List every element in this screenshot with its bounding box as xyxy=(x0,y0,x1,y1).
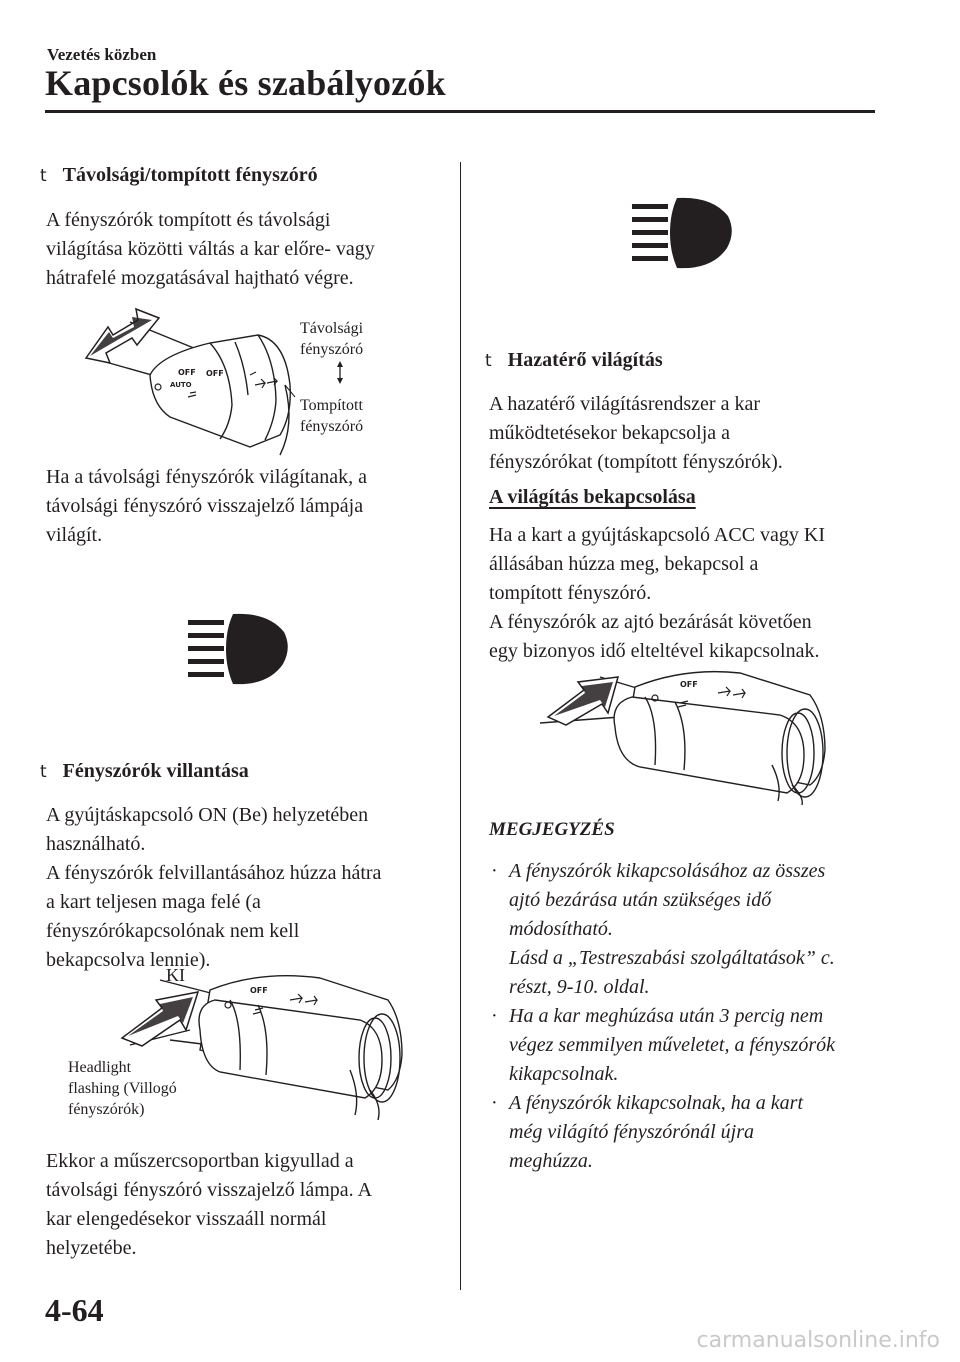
text-line: fényszórókapcsolónak nem kell xyxy=(46,920,300,942)
text-line: ajtó bezárása után szükséges idő xyxy=(509,889,772,911)
label-line: fényszóró xyxy=(300,341,364,358)
text-line: használható. xyxy=(46,833,146,855)
text-line: végez semmilyen műveletet, a fényszórók xyxy=(509,1034,835,1056)
text-line: tompított fényszóró. xyxy=(489,582,652,604)
paragraph-flash-indicator: Ekkor a műszercsoportban kigyullad a táv… xyxy=(46,1147,456,1263)
heading-bullet: t xyxy=(40,165,47,186)
lever-mark-off: OFF xyxy=(250,986,268,995)
text-line: A fényszórók kikapcsolásához az összes xyxy=(509,860,826,882)
text-line: A fényszórók tompított és távolsági xyxy=(46,209,331,231)
text-line: kar elengedésekor visszaáll normál xyxy=(46,1208,327,1230)
text-line: Ekkor a műszercsoportban kigyullad a xyxy=(46,1150,354,1172)
note-title: MEGJEGYZÉS xyxy=(489,819,615,840)
header-rule xyxy=(45,110,875,113)
heading-text: Távolsági/tompított fényszóró xyxy=(62,164,318,186)
text-line: részt, 9-10. oldal. xyxy=(509,976,650,998)
text-line: Ha a kar meghúzása után 3 percig nem xyxy=(509,1005,824,1027)
heading-high-low-beam: t Távolsági/tompított fényszóró xyxy=(40,164,318,187)
text-line: távolsági fényszóró visszajelző lámpa. A xyxy=(46,1179,373,1201)
label-line: Headlight xyxy=(68,1059,132,1076)
text-line: A fényszórók felvillantásához húzza hátr… xyxy=(46,862,382,884)
high-beam-indicator-icon xyxy=(632,197,732,269)
text-line: A hazatérő világításrendszer a kar xyxy=(489,393,760,415)
text-line: Ha a távolsági fényszórók világítanak, a xyxy=(46,466,367,488)
text-line: világítása közötti váltás a kar előre- v… xyxy=(46,238,375,260)
label-headlight-flashing: Headlight flashing (Villogó fényszórók) xyxy=(68,1057,177,1120)
paragraph-coming-home: A hazatérő világításrendszer a kar működ… xyxy=(489,390,909,477)
label-line: fényszóró xyxy=(300,418,364,435)
lever-mark-off: OFF xyxy=(178,368,196,377)
label-line: flashing (Villogó xyxy=(68,1080,177,1097)
text-line: a kart teljesen maga felé (a xyxy=(46,891,261,913)
paragraph-activation: Ha a kart a gyújtáskapcsoló ACC vagy KI … xyxy=(489,521,909,666)
label-high-beam: Távolsági fényszóró xyxy=(300,318,363,360)
lever-mark-off: OFF xyxy=(680,680,698,689)
paragraph-high-beam-indicator: Ha a távolsági fényszórók világítanak, a… xyxy=(46,463,446,550)
watermark: carmanualsonline.info xyxy=(696,1328,940,1353)
heading-text: Hazatérő világítás xyxy=(507,349,663,371)
subheading-activation: A világítás bekapcsolása xyxy=(489,486,696,508)
lever-illustration-flashing: OFF xyxy=(120,975,403,1121)
text-line: kikapcsolnak. xyxy=(509,1063,619,1085)
column-divider xyxy=(460,162,461,1290)
lever-illustration-coming-home: OFF xyxy=(539,670,826,806)
text-line: A fényszórók az ajtó bezárását követően xyxy=(489,611,812,633)
note-item: · A fényszórók kikapcsolásához az összes… xyxy=(491,857,911,1002)
text-line: helyzetébe. xyxy=(46,1237,137,1259)
text-line: egy bizonyos idő elteltével kikapcsolnak… xyxy=(489,640,820,662)
text-line: működtetésekor bekapcsolja a xyxy=(489,422,731,444)
text-line: bekapcsolva lennie). xyxy=(46,949,211,971)
heading-bullet: t xyxy=(40,761,47,782)
note-list: · A fényszórók kikapcsolásához az összes… xyxy=(491,857,911,1176)
bullet-dot: · xyxy=(491,860,498,882)
note-item: · Ha a kar meghúzása után 3 percig nem v… xyxy=(491,1002,911,1089)
heading-bullet: t xyxy=(485,350,492,371)
heading-text: Fényszórók villantása xyxy=(62,760,249,782)
label-low-beam: Tompított fényszóró xyxy=(300,395,363,437)
lever-mark-off: OFF xyxy=(206,369,224,378)
text-line: még világító fényszórónál újra xyxy=(509,1121,754,1143)
text-line: meghúzza. xyxy=(509,1150,593,1172)
text-line: állásában húzza meg, bekapcsol a xyxy=(489,553,759,575)
text-line: módosítható. xyxy=(509,918,613,940)
text-line: Lásd a „Testreszabási szolgáltatások” c. xyxy=(509,947,835,969)
page-number: 4-64 xyxy=(45,1292,104,1328)
heading-coming-home-light: t Hazatérő világítás xyxy=(485,349,663,372)
text-line: fényszórókat (tompított fényszórók). xyxy=(489,451,783,473)
label-line: fényszórók) xyxy=(68,1101,145,1118)
heading-headlight-flashing: t Fényszórók villantása xyxy=(40,760,249,783)
text-line: A gyújtáskapcsoló ON (Be) helyzetében xyxy=(46,804,369,826)
bullet-dot: · xyxy=(491,1092,498,1114)
label-line: Tompított xyxy=(300,397,363,414)
text-line: Ha a kart a gyújtáskapcsoló ACC vagy KI xyxy=(489,524,826,546)
paragraph-flashing-instructions: A gyújtáskapcsoló ON (Be) helyzetében ha… xyxy=(46,801,456,975)
chapter-title: Kapcsolók és szabályozók xyxy=(45,63,446,103)
lever-mark-auto: AUTO xyxy=(170,381,192,389)
high-beam-indicator-icon xyxy=(188,613,288,685)
label-line: Távolsági xyxy=(300,320,364,337)
text-line: A fényszórók kikapcsolnak, ha a kart xyxy=(509,1092,804,1114)
text-line: távolsági fényszóró visszajelző lámpája xyxy=(46,495,364,517)
label-ki: KI xyxy=(166,965,185,985)
text-line: világít. xyxy=(46,524,103,546)
section-label: Vezetés közben xyxy=(47,45,157,64)
lever-illustration-beam: OFF AUTO OFF xyxy=(84,307,343,456)
paragraph-beam-switching: A fényszórók tompított és távolsági vilá… xyxy=(46,206,446,293)
text-line: hátrafelé mozgatásával hajtható végre. xyxy=(46,267,354,289)
bullet-dot: · xyxy=(491,1005,498,1027)
note-item: · A fényszórók kikapcsolnak, ha a kart m… xyxy=(491,1089,911,1176)
